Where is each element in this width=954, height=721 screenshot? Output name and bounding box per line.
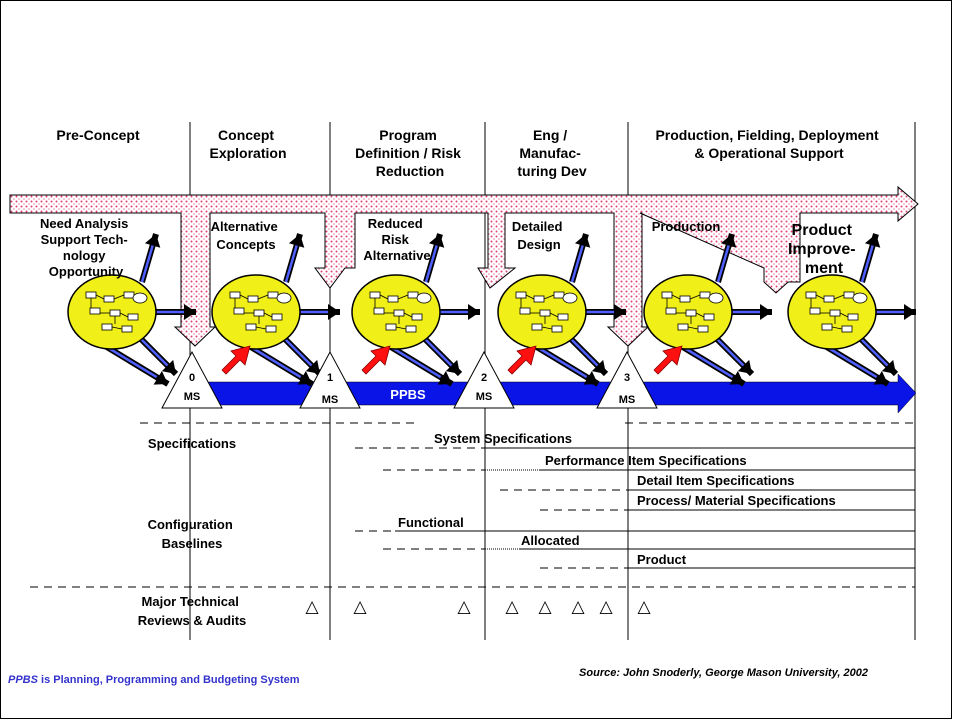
review-markers: △ △ △ △ △ △ △ △: [305, 597, 651, 617]
svg-text:MS: MS: [184, 391, 201, 403]
milestones: 0 MS 1 MS 2 MS 3 MS: [161, 350, 658, 409]
row-label-baselines: Configuration Baselines: [148, 517, 237, 551]
specification-lines: [355, 447, 915, 511]
baseline-product: Product: [637, 552, 687, 567]
row-labels: Specifications Configuration Baselines M…: [138, 436, 247, 628]
phase-concept-exploration: Concept Exploration: [209, 127, 286, 161]
process-ovals: [67, 233, 916, 387]
milestone-2: 2 MS: [453, 350, 515, 409]
activity-production: Production: [652, 219, 721, 234]
activity-need-analysis: Need Analysis Support Tech- nology Oppor…: [40, 216, 132, 279]
phase-headers: Pre-Concept Concept Exploration Program …: [56, 127, 882, 179]
svg-text:MS: MS: [322, 394, 339, 406]
svg-text:1: 1: [327, 372, 333, 384]
spec-detail-item: Detail Item Specifications: [637, 473, 795, 488]
svg-text:MS: MS: [619, 394, 636, 406]
feedback-flow-arrow: [9, 185, 919, 347]
specification-labels: System Specifications Performance Item S…: [434, 431, 836, 508]
baseline-allocated: Allocated: [521, 533, 580, 548]
ppbs-footnote: PPBS is Planning, Programming and Budget…: [8, 674, 300, 686]
process-oval: [67, 233, 196, 387]
review-marker: △: [457, 597, 471, 617]
transition-arrows: [221, 345, 683, 375]
svg-text:3: 3: [624, 372, 630, 384]
milestone-0: 0 MS: [161, 350, 223, 409]
baseline-functional: Functional: [398, 515, 464, 530]
phase-program-definition: Program Definition / Risk Reduction: [355, 127, 465, 179]
baseline-labels: Functional Allocated Product: [398, 515, 687, 567]
activity-labels: Need Analysis Support Tech- nology Oppor…: [40, 216, 860, 279]
review-marker: △: [305, 597, 319, 617]
process-oval: [351, 233, 480, 387]
svg-text:MS: MS: [476, 391, 493, 403]
spec-process-material: Process/ Material Specifications: [637, 493, 836, 508]
process-oval: [497, 233, 626, 387]
row-label-reviews: Major Technical Reviews & Audits: [138, 594, 247, 628]
spec-system: System Specifications: [434, 431, 572, 446]
activity-alternative-concepts: Alternative Concepts: [211, 219, 282, 252]
review-marker: △: [599, 597, 613, 617]
ppbs-label: PPBS: [390, 387, 426, 402]
review-marker: △: [538, 597, 552, 617]
review-marker: △: [505, 597, 519, 617]
section-separators: [30, 422, 915, 588]
red-transition-arrow: [507, 345, 537, 375]
baseline-lines: [355, 530, 915, 569]
activity-detailed-design: Detailed Design: [512, 219, 566, 252]
red-transition-arrow: [653, 345, 683, 375]
svg-text:0: 0: [189, 372, 195, 384]
phase-eng-manufacturing: Eng / Manufac- turing Dev: [517, 127, 586, 179]
activity-reduced-risk: Reduced Risk Alternative: [363, 216, 430, 263]
source-citation: Source: John Snoderly, George Mason Univ…: [579, 667, 868, 679]
review-marker: △: [571, 597, 585, 617]
milestone-3: 3 MS: [596, 350, 658, 409]
process-oval: [211, 233, 340, 387]
phase-pre-concept: Pre-Concept: [56, 127, 140, 143]
red-transition-arrow: [361, 345, 391, 375]
review-marker: △: [353, 597, 367, 617]
process-oval: [643, 233, 772, 387]
spec-performance-item: Performance Item Specifications: [545, 453, 747, 468]
row-label-specifications: Specifications: [148, 436, 236, 451]
process-oval: [787, 233, 916, 387]
milestone-1: 1 MS: [299, 350, 361, 409]
review-marker: △: [637, 597, 651, 617]
activity-product-improvement: Product Improve- ment: [788, 222, 860, 277]
svg-text:2: 2: [481, 372, 487, 384]
red-transition-arrow: [221, 345, 251, 375]
phase-production-fielding: Production, Fielding, Deployment & Opera…: [655, 127, 882, 161]
